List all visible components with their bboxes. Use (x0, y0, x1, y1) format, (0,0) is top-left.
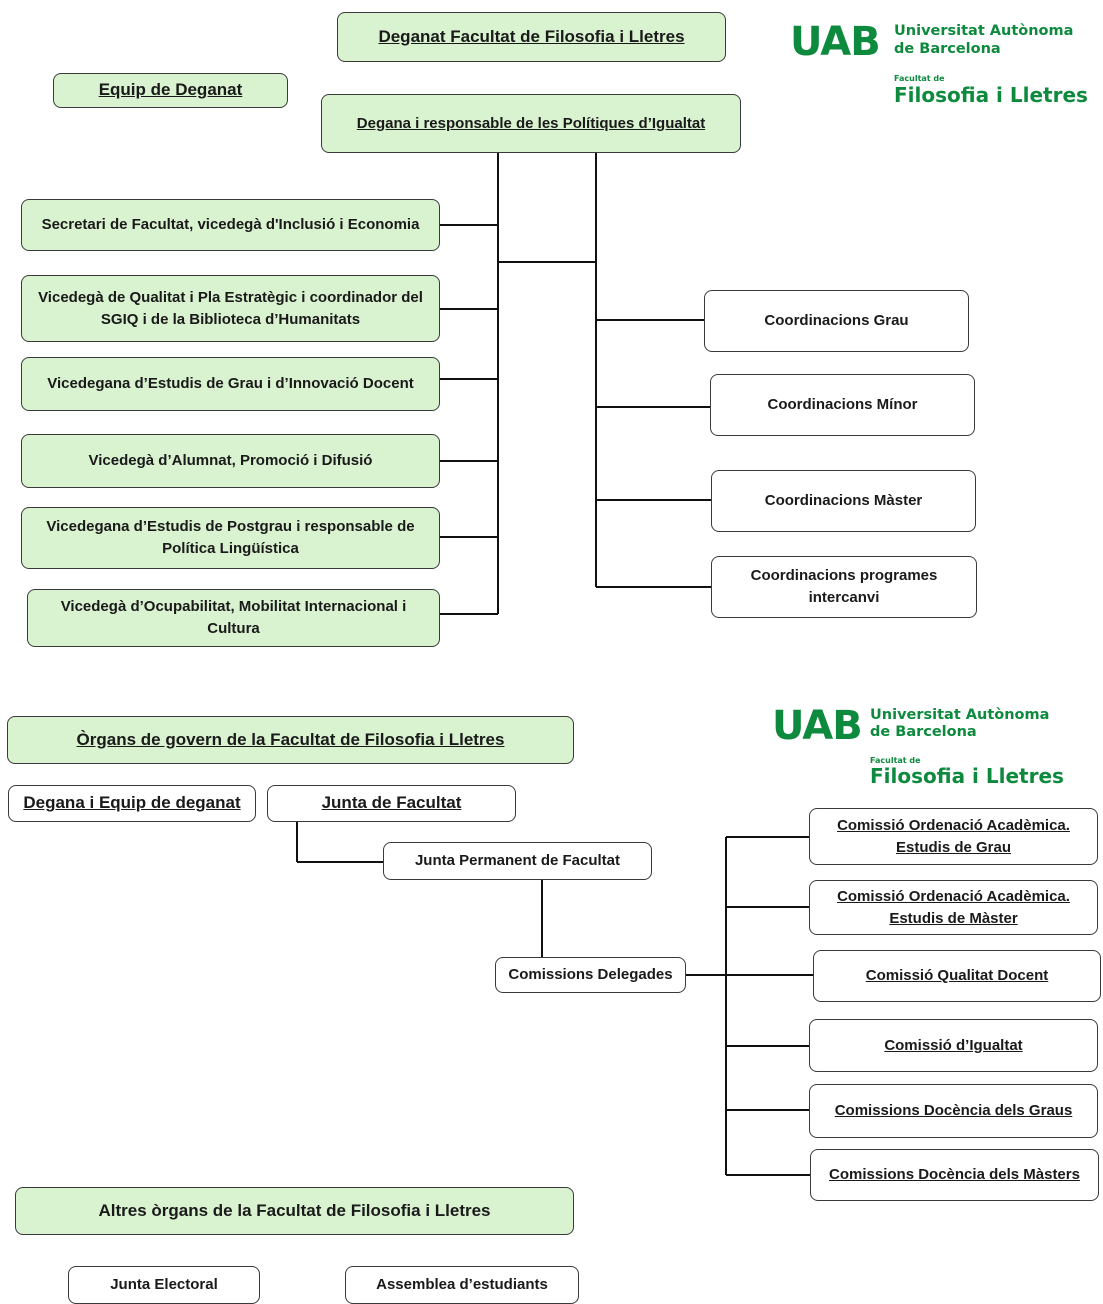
faculty-prefix: Facultat de (870, 756, 921, 765)
coordination-box: Coordinacions Grau (704, 290, 969, 352)
coordination-box: Coordinacions Màster (711, 470, 976, 532)
deanery-title: Deganat Facultat de Filosofia i Lletres (337, 12, 726, 62)
commission-box: Comissió d’Igualtat (809, 1019, 1098, 1072)
dean-team-box: Degana i Equip de deganat (8, 785, 256, 822)
vice-dean-box: Vicedegà d’Ocupabilitat, Mobilitat Inter… (27, 589, 440, 647)
electoral-board-box: Junta Electoral (68, 1266, 260, 1304)
faculty-name: Filosofia i Lletres (870, 764, 1064, 788)
uab-logo-2: UAB Universitat Autònoma de Barcelona Fa… (772, 706, 1072, 796)
uab-logo: UAB Universitat Autònoma de Barcelona Fa… (790, 22, 1103, 112)
uab-logo-mark: UAB (772, 703, 863, 749)
commission-box: Comissions Docència dels Màsters (810, 1149, 1099, 1201)
university-name-line2: de Barcelona (870, 724, 977, 740)
faculty-prefix: Facultat de (894, 74, 945, 83)
university-name-line1: Universitat Autònoma (870, 707, 1050, 723)
commission-box: Comissions Docència dels Graus (809, 1084, 1098, 1138)
team-heading: Equip de Deganat (53, 73, 288, 108)
faculty-board-box: Junta de Facultat (267, 785, 516, 822)
university-name-line2: de Barcelona (894, 41, 1001, 57)
faculty-name: Filosofia i Lletres (894, 83, 1088, 107)
commission-box: Comissió Ordenació Acadèmica. Estudis de… (809, 808, 1098, 865)
uab-logo-mark: UAB (790, 19, 881, 65)
governance-title: Òrgans de govern de la Facultat de Filos… (7, 716, 574, 764)
coordination-box: Coordinacions programes intercanvi (711, 556, 977, 618)
vice-dean-box: Vicedegana d’Estudis de Grau i d’Innovac… (21, 357, 440, 411)
coordination-box: Coordinacions Mínor (710, 374, 975, 436)
delegated-commissions-box: Comissions Delegades (495, 957, 686, 993)
university-name-line1: Universitat Autònoma (894, 23, 1074, 39)
vice-dean-box: Secretari de Facultat, vicedegà d'Inclus… (21, 199, 440, 251)
vice-dean-box: Vicedegana d’Estudis de Postgrau i respo… (21, 507, 440, 569)
student-assembly-box: Assemblea d’estudiants (345, 1266, 579, 1304)
other-organs-title: Altres òrgans de la Facultat de Filosofi… (15, 1187, 574, 1235)
vice-dean-box: Vicedegà d’Alumnat, Promoció i Difusió (21, 434, 440, 488)
commission-box: Comissió Ordenació Acadèmica. Estudis de… (809, 880, 1098, 935)
vice-dean-box: Vicedegà de Qualitat i Pla Estratègic i … (21, 275, 440, 342)
commission-box: Comissió Qualitat Docent (813, 950, 1101, 1002)
permanent-board-box: Junta Permanent de Facultat (383, 842, 652, 880)
dean-box: Degana i responsable de les Polítiques d… (321, 94, 741, 153)
